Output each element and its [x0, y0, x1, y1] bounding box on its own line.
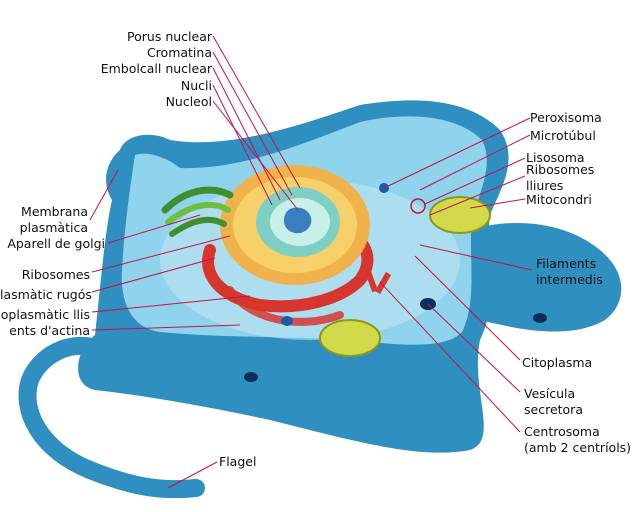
- vesicle-3: [244, 372, 258, 382]
- label-mitocondri: Mitocondri: [526, 192, 592, 207]
- label-lisosoma: Lisosoma: [526, 150, 585, 165]
- label-ribosomes-lliures-2: lliures: [526, 178, 564, 193]
- label-filaments-intermedis-2: intermedis: [536, 272, 603, 287]
- pseudopod: [470, 222, 622, 332]
- centrosome: [364, 267, 392, 295]
- label-peroxisoma: Peroxisoma: [530, 110, 602, 125]
- rough-er-2: [226, 286, 344, 326]
- label-centrosoma-2: (amb 2 centríols): [524, 440, 632, 455]
- flagellum: [18, 336, 205, 499]
- vesicle-2: [281, 316, 293, 326]
- label-microtubul: Microtúbul: [530, 128, 596, 143]
- label-vesicula-1: Vesícula: [524, 386, 576, 401]
- label-porus-nuclear: Porus nuclear: [127, 29, 212, 44]
- label-ribosomes-lliures-1: Ribosomes: [526, 162, 595, 177]
- label-nucleol: Nucleol: [165, 94, 212, 109]
- label-centrosoma-1: Centrosoma: [524, 424, 600, 439]
- golgi-apparatus: [161, 186, 234, 237]
- label-filaments-actina: ents d'actina: [9, 323, 90, 338]
- label-membrana-plasmatica-1: Membrana: [21, 204, 88, 219]
- lysosome: [410, 198, 426, 214]
- label-embolcall-nuclear: Embolcall nuclear: [100, 61, 212, 76]
- label-filaments-intermedis-1: Filaments: [536, 256, 597, 271]
- nucleolus: [283, 207, 312, 234]
- label-cromatina: Cromatina: [146, 45, 212, 60]
- label-reticle-llis: oplasmàtic llis: [0, 307, 90, 322]
- label-reticle-rugos: lasmàtic rugós: [0, 287, 92, 302]
- leader-lines: [89, 35, 533, 489]
- rough-er: [202, 229, 374, 313]
- label-aparell-golgi: Aparell de golgi: [7, 236, 105, 251]
- label-flagel: Flagel: [219, 454, 257, 469]
- mitochondrion-2: [319, 319, 381, 357]
- vesicle-4: [533, 313, 547, 323]
- label-vesicula-2: secretora: [524, 402, 583, 417]
- label-citoplasma: Citoplasma: [522, 355, 593, 370]
- label-membrana-plasmatica-2: plasmàtica: [19, 220, 88, 235]
- label-nucli: Nucli: [180, 78, 212, 93]
- label-ribosomes: Ribosomes: [21, 267, 90, 282]
